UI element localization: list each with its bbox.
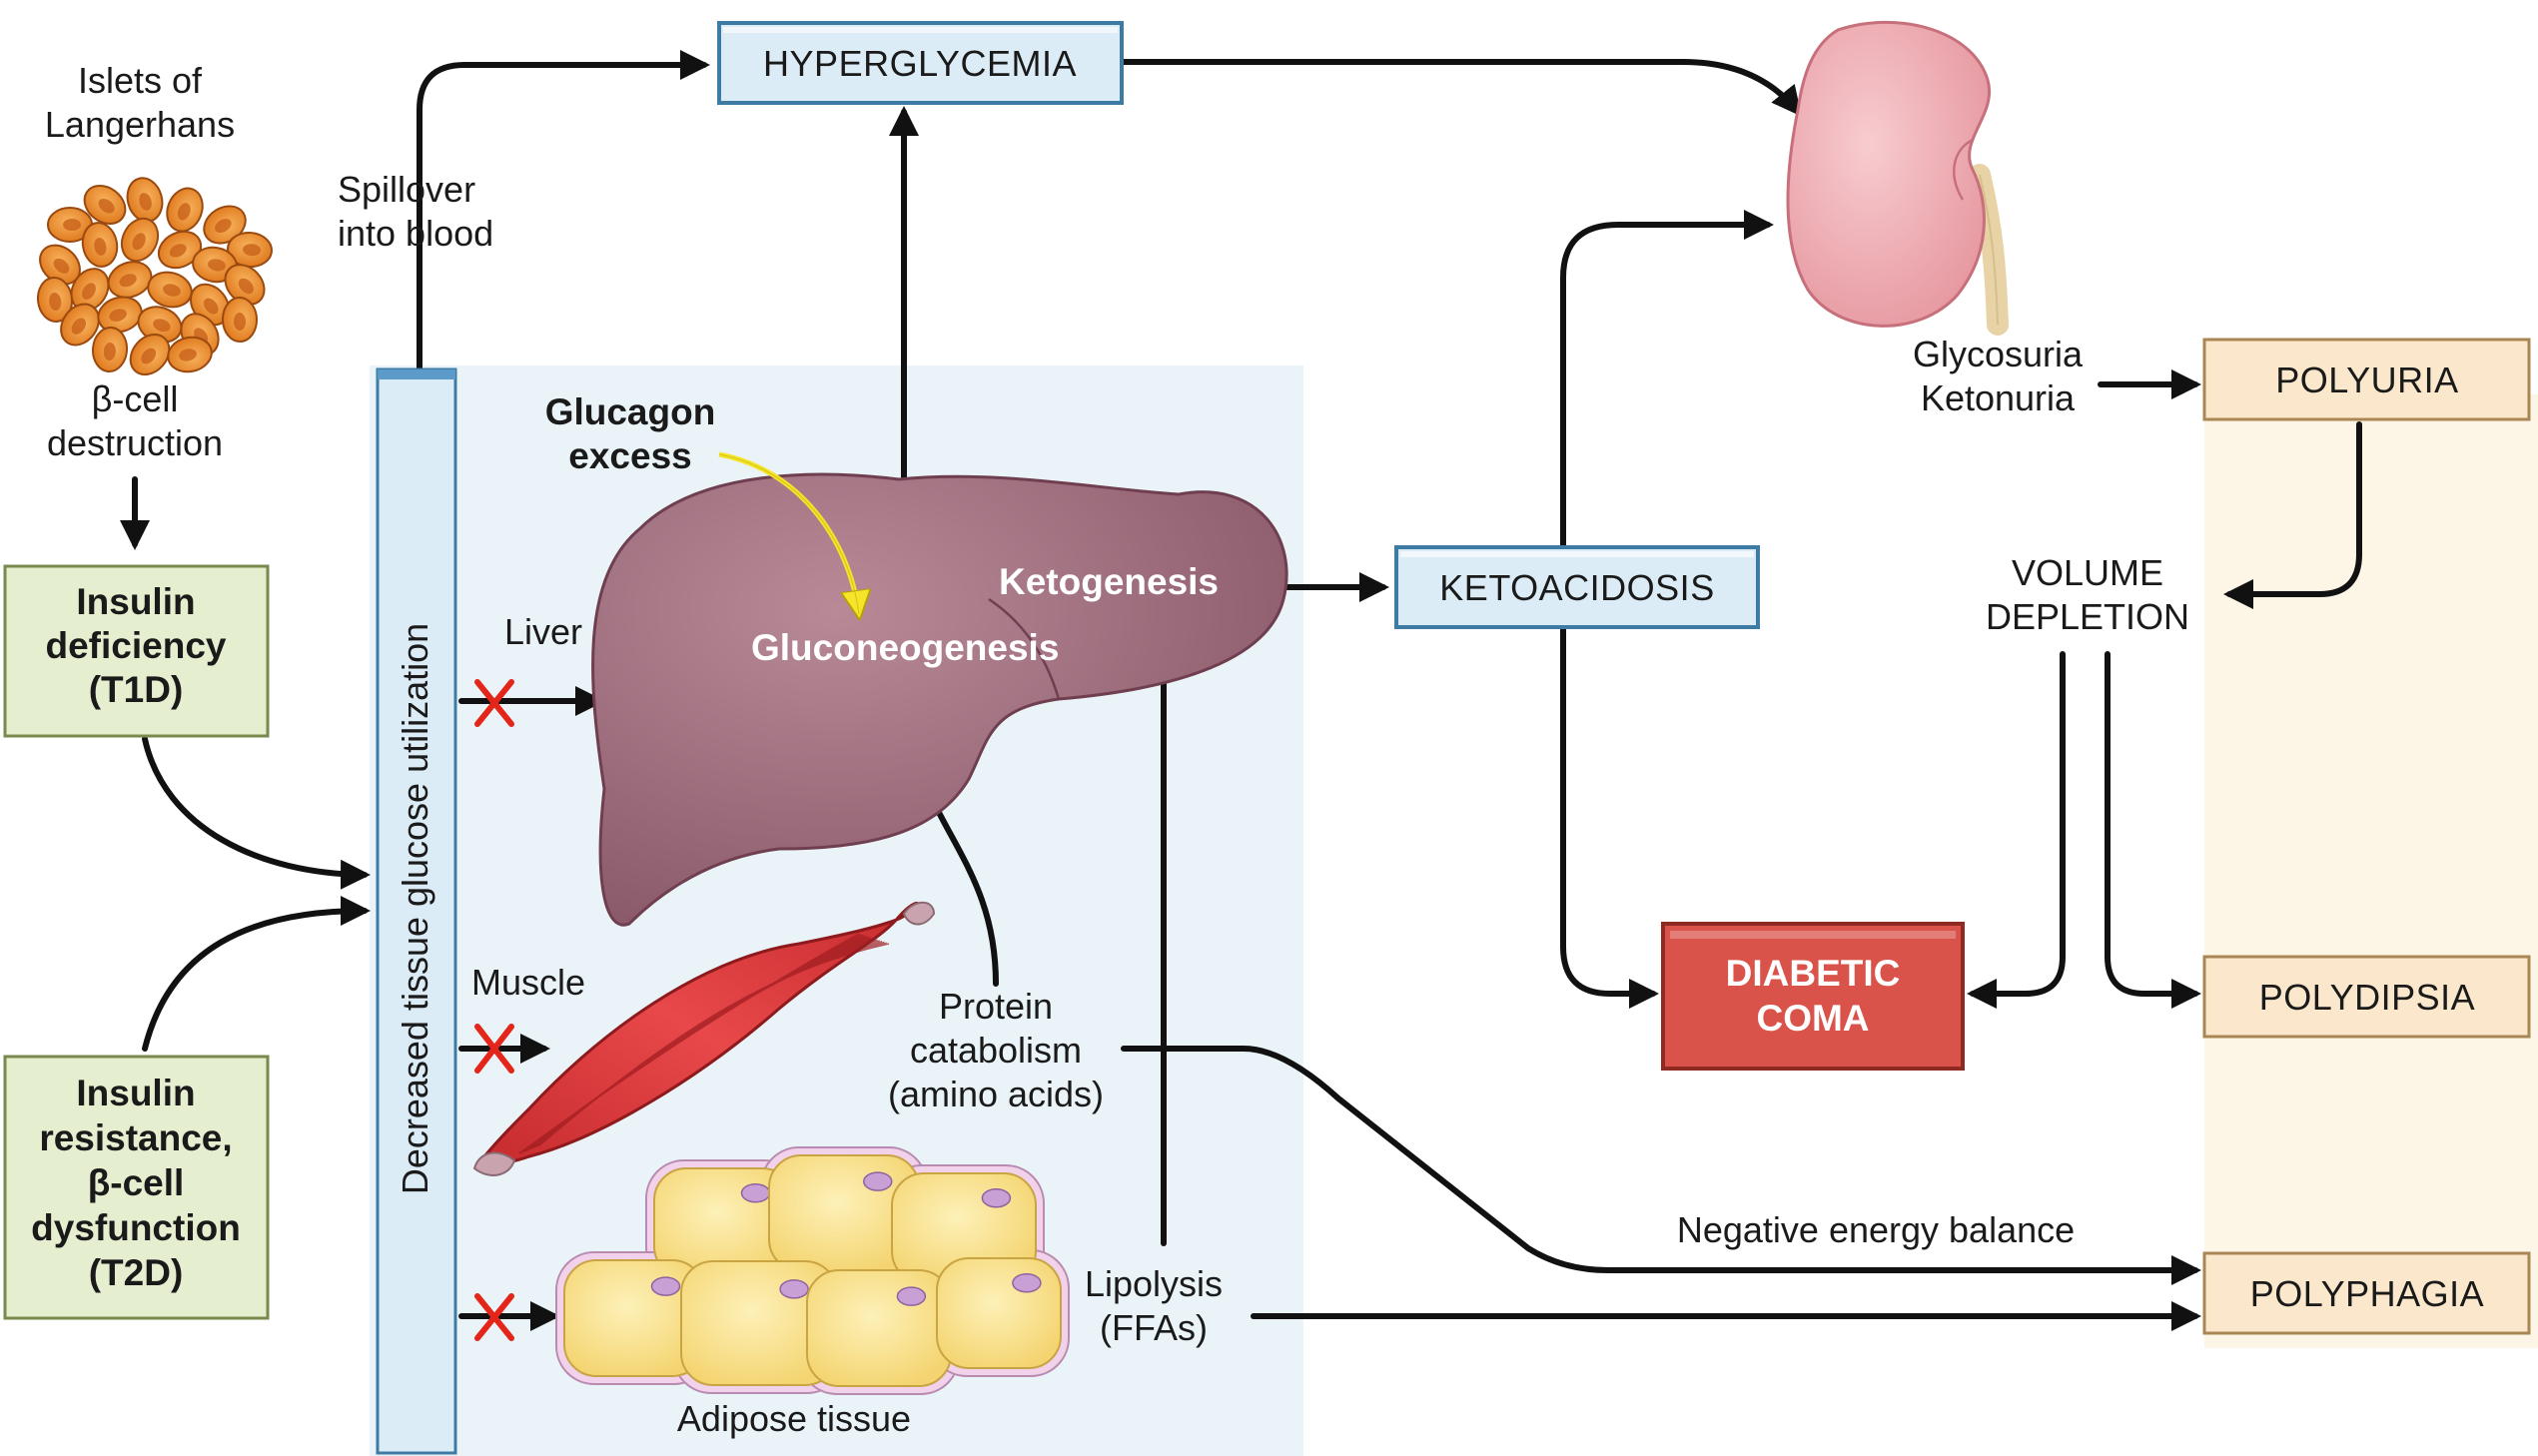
insulin-deficiency-line3: (T1D) xyxy=(89,669,184,710)
arrow-polyuria-to-volume-depletion xyxy=(2223,421,2362,609)
diabetic-coma-line2: COMA xyxy=(1756,998,1869,1039)
polyphagia-label: POLYPHAGIA xyxy=(2250,1273,2484,1314)
ketonuria-label: Ketonuria xyxy=(1921,377,2076,418)
insulin-resistance-line2: resistance, xyxy=(39,1117,232,1158)
muscle-illustration xyxy=(472,901,936,1176)
block-x-liver xyxy=(474,679,514,727)
volume-depletion-line1: VOLUME xyxy=(2012,552,2163,593)
polyphagia-box: POLYPHAGIA xyxy=(2202,1251,2531,1335)
spillover-line1: Spillover xyxy=(338,169,475,210)
beta-destruction-line2: destruction xyxy=(47,422,223,463)
symptom-panel xyxy=(2204,394,2538,1348)
arrow-volume-depletion-to-coma xyxy=(1967,651,2066,1009)
volume-depletion-line2: DEPLETION xyxy=(1986,596,2189,637)
ketoacidosis-label: KETOACIDOSIS xyxy=(1439,567,1714,608)
islet-cells-illustration xyxy=(36,177,273,376)
arrow-spillover-to-hyperglycemia xyxy=(417,50,710,372)
insulin-resistance-line5: (T2D) xyxy=(89,1252,184,1293)
arrow-ketoacidosis-to-coma xyxy=(1560,624,1659,1009)
insulin-resistance-box: Insulin resistance, β-cell dysfunction (… xyxy=(3,1055,270,1320)
hyperglycemia-box: HYPERGLYCEMIA xyxy=(717,21,1124,105)
insulin-resistance-line3: β-cell xyxy=(88,1162,185,1203)
insulin-deficiency-line2: deficiency xyxy=(46,625,227,666)
polyuria-label: POLYURIA xyxy=(2275,360,2458,400)
insulin-resistance-line1: Insulin xyxy=(76,1073,195,1113)
muscle-label: Muscle xyxy=(471,962,585,1003)
protein-catabolism-line2: catabolism xyxy=(910,1030,1082,1071)
negative-energy-balance-label: Negative energy balance xyxy=(1677,1209,2075,1250)
spillover-line2: into blood xyxy=(338,213,493,254)
ketoacidosis-box: KETOACIDOSIS xyxy=(1394,545,1760,629)
arrow-hyperglycemia-to-kidney xyxy=(1121,59,1802,117)
block-x-muscle xyxy=(474,1024,514,1074)
diabetic-coma-line1: DIABETIC xyxy=(1726,953,1901,994)
beta-destruction-line1: β-cell xyxy=(92,378,179,419)
decreased-utilization-bar xyxy=(376,367,457,1455)
lipolysis-line2: (FFAs) xyxy=(1100,1307,1208,1348)
diabetic-coma-box: DIABETIC COMA xyxy=(1661,922,1965,1071)
polydipsia-label: POLYDIPSIA xyxy=(2259,977,2475,1018)
adipose-illustration xyxy=(555,1146,1070,1395)
islets-label-line2: Langerhans xyxy=(45,104,235,145)
glycosuria-label: Glycosuria xyxy=(1913,334,2084,374)
polyuria-box: POLYURIA xyxy=(2202,338,2531,421)
islets-label-line1: Islets of xyxy=(78,60,203,101)
glucagon-excess-line2: excess xyxy=(568,435,691,476)
arrow-volume-depletion-to-polydipsia xyxy=(2105,651,2201,1009)
arrow-catabolism-to-polyphagia xyxy=(1121,1046,2201,1285)
insulin-deficiency-box: Insulin deficiency (T1D) xyxy=(3,564,270,738)
glucagon-excess-line1: Glucagon xyxy=(545,391,716,432)
polydipsia-box: POLYDIPSIA xyxy=(2202,955,2531,1039)
kidney-illustration xyxy=(1786,20,2009,336)
liver-lobe-line xyxy=(988,597,1061,700)
gluconeogenesis-label: Gluconeogenesis xyxy=(751,627,1059,668)
block-x-adipose xyxy=(474,1293,514,1341)
hyperglycemia-label: HYPERGLYCEMIA xyxy=(763,43,1077,84)
arrow-resistance-to-utilization xyxy=(142,896,371,1052)
insulin-resistance-line4: dysfunction xyxy=(31,1207,241,1248)
lipolysis-line1: Lipolysis xyxy=(1085,1263,1223,1304)
protein-catabolism-line3: (amino acids) xyxy=(888,1074,1104,1114)
ketogenesis-label: Ketogenesis xyxy=(999,561,1219,602)
protein-catabolism-line1: Protein xyxy=(939,986,1053,1027)
decreased-utilization-label: Decreased tissue glucose utilization xyxy=(395,623,435,1194)
liver-label: Liver xyxy=(504,611,582,652)
adipose-tissue-label: Adipose tissue xyxy=(677,1398,911,1439)
insulin-deficiency-line1: Insulin xyxy=(76,581,195,622)
arrow-ketoacidosis-to-kidney xyxy=(1560,210,1774,550)
arrow-deficiency-to-utilization xyxy=(142,736,371,890)
liver-illustration xyxy=(591,472,1288,927)
